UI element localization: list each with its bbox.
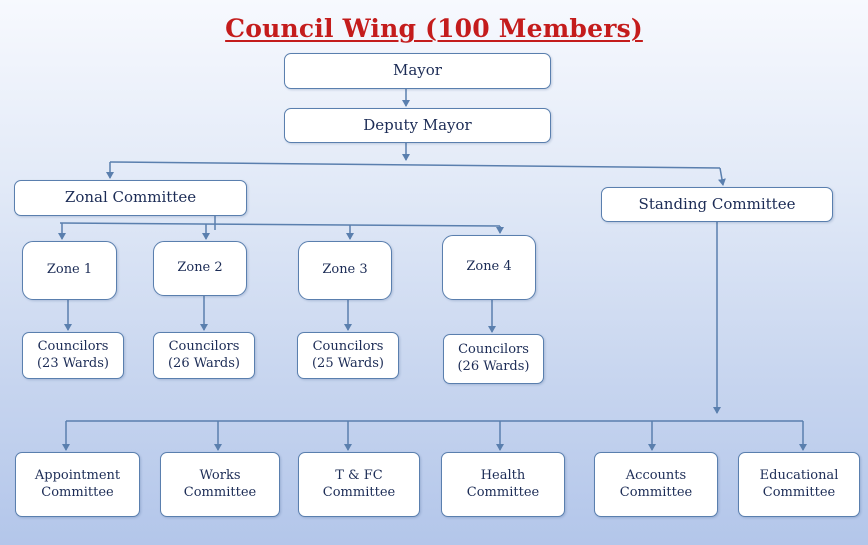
councilors-zone-4: Councilors (26 Wards) (443, 334, 544, 384)
accounts-committee-box: Accounts Committee (594, 452, 718, 517)
councilors-zone-2: Councilors (26 Wards) (153, 332, 255, 379)
zone-2-box: Zone 2 (153, 241, 247, 296)
mayor-box: Mayor (284, 53, 551, 89)
zone-1-box: Zone 1 (22, 241, 117, 300)
health-committee-box: Health Committee (441, 452, 565, 517)
zone-3-box: Zone 3 (298, 241, 392, 300)
connector-to-standing (718, 167, 726, 186)
tfc-committee-box: T & FC Committee (298, 452, 420, 517)
deputy-mayor-box: Deputy Mayor (284, 108, 551, 143)
chart-title: Council Wing (100 Members) (225, 14, 643, 43)
connector-top-branch (109, 161, 721, 169)
councilors-zone-3: Councilors (25 Wards) (297, 332, 399, 379)
connector-zone-branch (59, 222, 501, 227)
zone-4-box: Zone 4 (442, 235, 536, 300)
standing-committee-box: Standing Committee (601, 187, 833, 222)
appointment-committee-box: Appointment Committee (15, 452, 140, 517)
works-committee-box: Works Committee (160, 452, 280, 517)
zonal-committee-box: Zonal Committee (14, 180, 247, 216)
educational-committee-box: Educational Committee (738, 452, 860, 517)
councilors-zone-1: Councilors (23 Wards) (22, 332, 124, 379)
